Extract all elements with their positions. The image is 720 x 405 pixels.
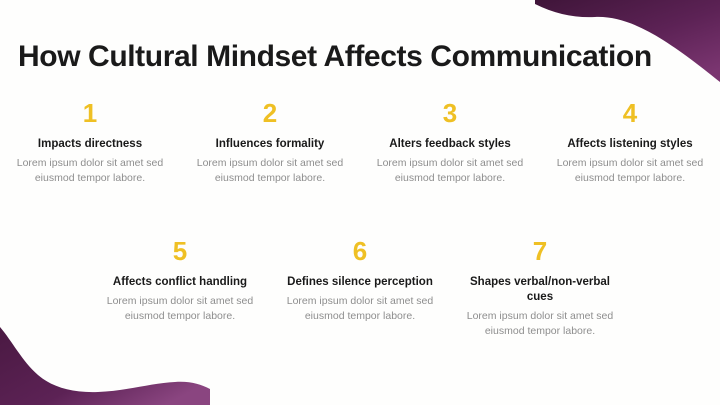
item-body: Lorem ipsum dolor sit amet sed eiusmod t…	[466, 310, 614, 337]
decorative-wave-bottom-left-svg	[0, 327, 210, 405]
item-heading: Defines silence perception	[287, 276, 433, 288]
list-item-5: 5 Affects conflict handling Lorem ipsum …	[90, 238, 270, 338]
item-number: 3	[442, 98, 458, 128]
list-item-6: 6 Defines silence perception Lorem ipsum…	[270, 238, 450, 338]
item-heading: Alters feedback styles	[389, 138, 511, 150]
item-body: Lorem ipsum dolor sit amet sed eiusmod t…	[196, 157, 344, 184]
list-item-2: 2 Influences formality Lorem ipsum dolor…	[180, 100, 360, 185]
item-number: 6	[352, 236, 368, 266]
item-number: 1	[82, 98, 98, 128]
item-body: Lorem ipsum dolor sit amet sed eiusmod t…	[16, 157, 164, 184]
item-number: 4	[622, 98, 638, 128]
list-item-3: 3 Alters feedback styles Lorem ipsum dol…	[360, 100, 540, 185]
page-title: How Cultural Mindset Affects Communicati…	[18, 40, 652, 74]
items-row-second: 5 Affects conflict handling Lorem ipsum …	[90, 238, 630, 338]
item-heading: Affects conflict handling	[112, 276, 248, 288]
list-item-7: 7 Shapes verbal/non-verbal cues Lorem ip…	[450, 238, 630, 338]
item-heading: Impacts directness	[37, 138, 143, 150]
item-heading: Shapes verbal/non-verbal cues	[470, 276, 610, 304]
items-row-first: 1 Impacts directness Lorem ipsum dolor s…	[0, 100, 720, 185]
item-heading: Affects listening styles	[567, 138, 693, 150]
item-number: 7	[532, 236, 548, 266]
list-item-4: 4 Affects listening styles Lorem ipsum d…	[540, 100, 720, 185]
decorative-wave-bottom-left	[0, 327, 210, 405]
item-body: Lorem ipsum dolor sit amet sed eiusmod t…	[286, 295, 434, 322]
item-number: 2	[262, 98, 278, 128]
item-body: Lorem ipsum dolor sit amet sed eiusmod t…	[556, 157, 704, 184]
item-number: 5	[172, 236, 188, 266]
item-body: Lorem ipsum dolor sit amet sed eiusmod t…	[106, 295, 254, 322]
item-body: Lorem ipsum dolor sit amet sed eiusmod t…	[376, 157, 524, 184]
item-heading: Influences formality	[215, 138, 325, 150]
list-item-1: 1 Impacts directness Lorem ipsum dolor s…	[0, 100, 180, 185]
